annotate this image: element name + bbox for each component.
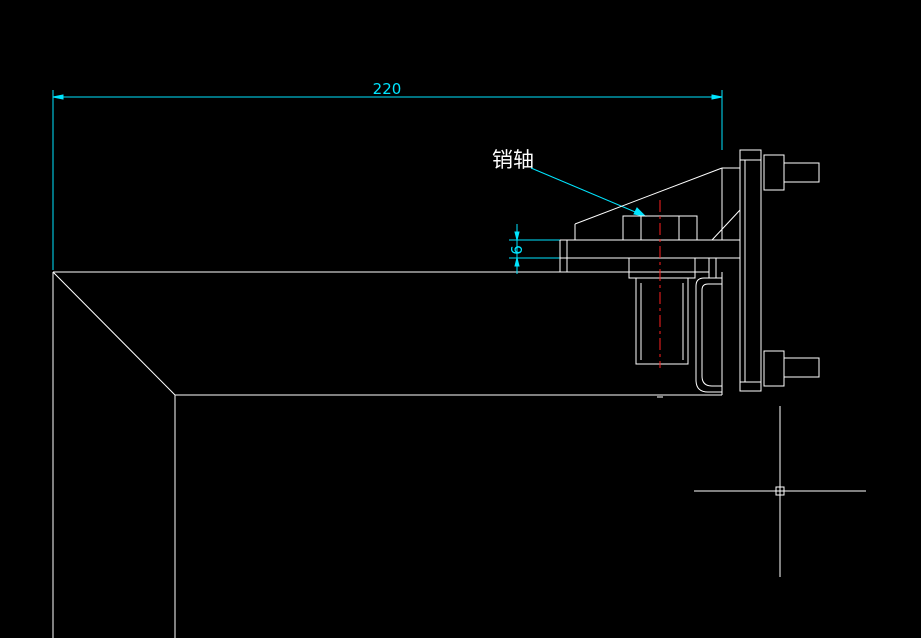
- hook-clip-inner: [701, 283, 722, 387]
- pin-label-text: 销轴: [492, 148, 534, 172]
- frame-outline: [52, 271, 723, 638]
- crosshair-cursor[interactable]: [694, 406, 866, 577]
- gusset-slope: [574, 167, 723, 225]
- dim6-arrow-bottom: [514, 257, 520, 267]
- pin-shaft: [635, 277, 689, 365]
- dimension-220-text: 220: [373, 80, 402, 98]
- dim6-arrow-top: [514, 231, 520, 241]
- crosshair-pickbox: [775, 486, 785, 496]
- upper-bolt-shank: [783, 162, 820, 183]
- pin-leader[interactable]: [530, 167, 647, 217]
- lower-bolt-shank: [783, 357, 820, 378]
- pin-leader-line: [530, 167, 641, 215]
- dim-arrow-right: [711, 94, 723, 100]
- bolt-nut-right: [678, 215, 698, 241]
- gusset-inner-diagonal: [711, 209, 741, 241]
- lower-bolt-head: [763, 350, 785, 387]
- bracket-assembly: [559, 149, 820, 393]
- bolt-nut-left: [622, 215, 642, 241]
- dimension-6-text: 6: [508, 245, 526, 255]
- mount-plate-outer: [739, 149, 762, 392]
- upper-bolt-head: [763, 154, 785, 191]
- pin-leader-arrow: [633, 207, 647, 217]
- hook-clip: [695, 277, 722, 393]
- frame-miter-line: [52, 271, 176, 396]
- bushing-body: [628, 257, 696, 279]
- dimension-220[interactable]: [52, 90, 723, 270]
- dim-arrow-left: [52, 94, 64, 100]
